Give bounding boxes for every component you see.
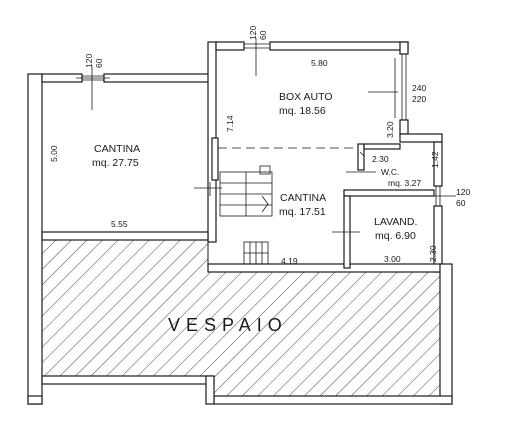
garage-door: [394, 54, 407, 120]
dim-box-depth: 7.14: [225, 115, 235, 132]
dim-cantina-center-width: 4.19: [281, 256, 298, 266]
room-name-wc: W.C.: [381, 167, 399, 177]
dim-lavand-width: 3.00: [384, 254, 401, 264]
outer-walls: [27, 41, 453, 405]
window-left: [76, 66, 110, 110]
room-name-box-auto: BOX AUTO: [279, 91, 333, 103]
room-area-cantina-center: mq. 17.51: [279, 206, 326, 218]
dim-window-left-top: 120: [84, 54, 94, 68]
dim-garage-door-b: 220: [412, 94, 426, 104]
dim-stair-wall: 3.20: [385, 121, 395, 138]
dim-window-top-b: 60: [258, 30, 268, 40]
dim-window-right-a: 120: [456, 187, 470, 197]
dim-box-width: 5.80: [311, 58, 328, 68]
dim-garage-door-a: 240: [412, 83, 426, 93]
dim-cantina-left-height: 5.00: [49, 145, 59, 162]
room-area-box-auto: mq. 18.56: [279, 105, 326, 117]
stairs-lower: [243, 241, 269, 265]
room-area-cantina-left: mq. 27.75: [92, 157, 139, 169]
dim-cantina-left-width: 5.55: [111, 219, 128, 229]
dim-wc-depth: 1.42: [430, 151, 440, 168]
dim-lavand-depth: 2.30: [428, 245, 438, 262]
dim-wc-width: 2.30: [372, 154, 389, 164]
room-area-wc: mq. 3.27: [388, 178, 421, 188]
room-name-cantina-center: CANTINA: [280, 192, 326, 204]
dim-window-right-b: 60: [456, 198, 466, 208]
dim-window-left-bottom: 60: [94, 58, 104, 68]
window-top: [244, 38, 270, 76]
room-area-lavand: mq. 6.90: [375, 230, 416, 242]
stairs-upper: [219, 165, 273, 217]
window-right: [424, 186, 456, 206]
room-name-cantina-left: CANTINA: [94, 143, 140, 155]
dim-window-top-a: 120: [248, 26, 258, 40]
vespaio-label: VESPAIO: [168, 315, 288, 335]
room-name-lavand: LAVAND.: [374, 216, 417, 228]
